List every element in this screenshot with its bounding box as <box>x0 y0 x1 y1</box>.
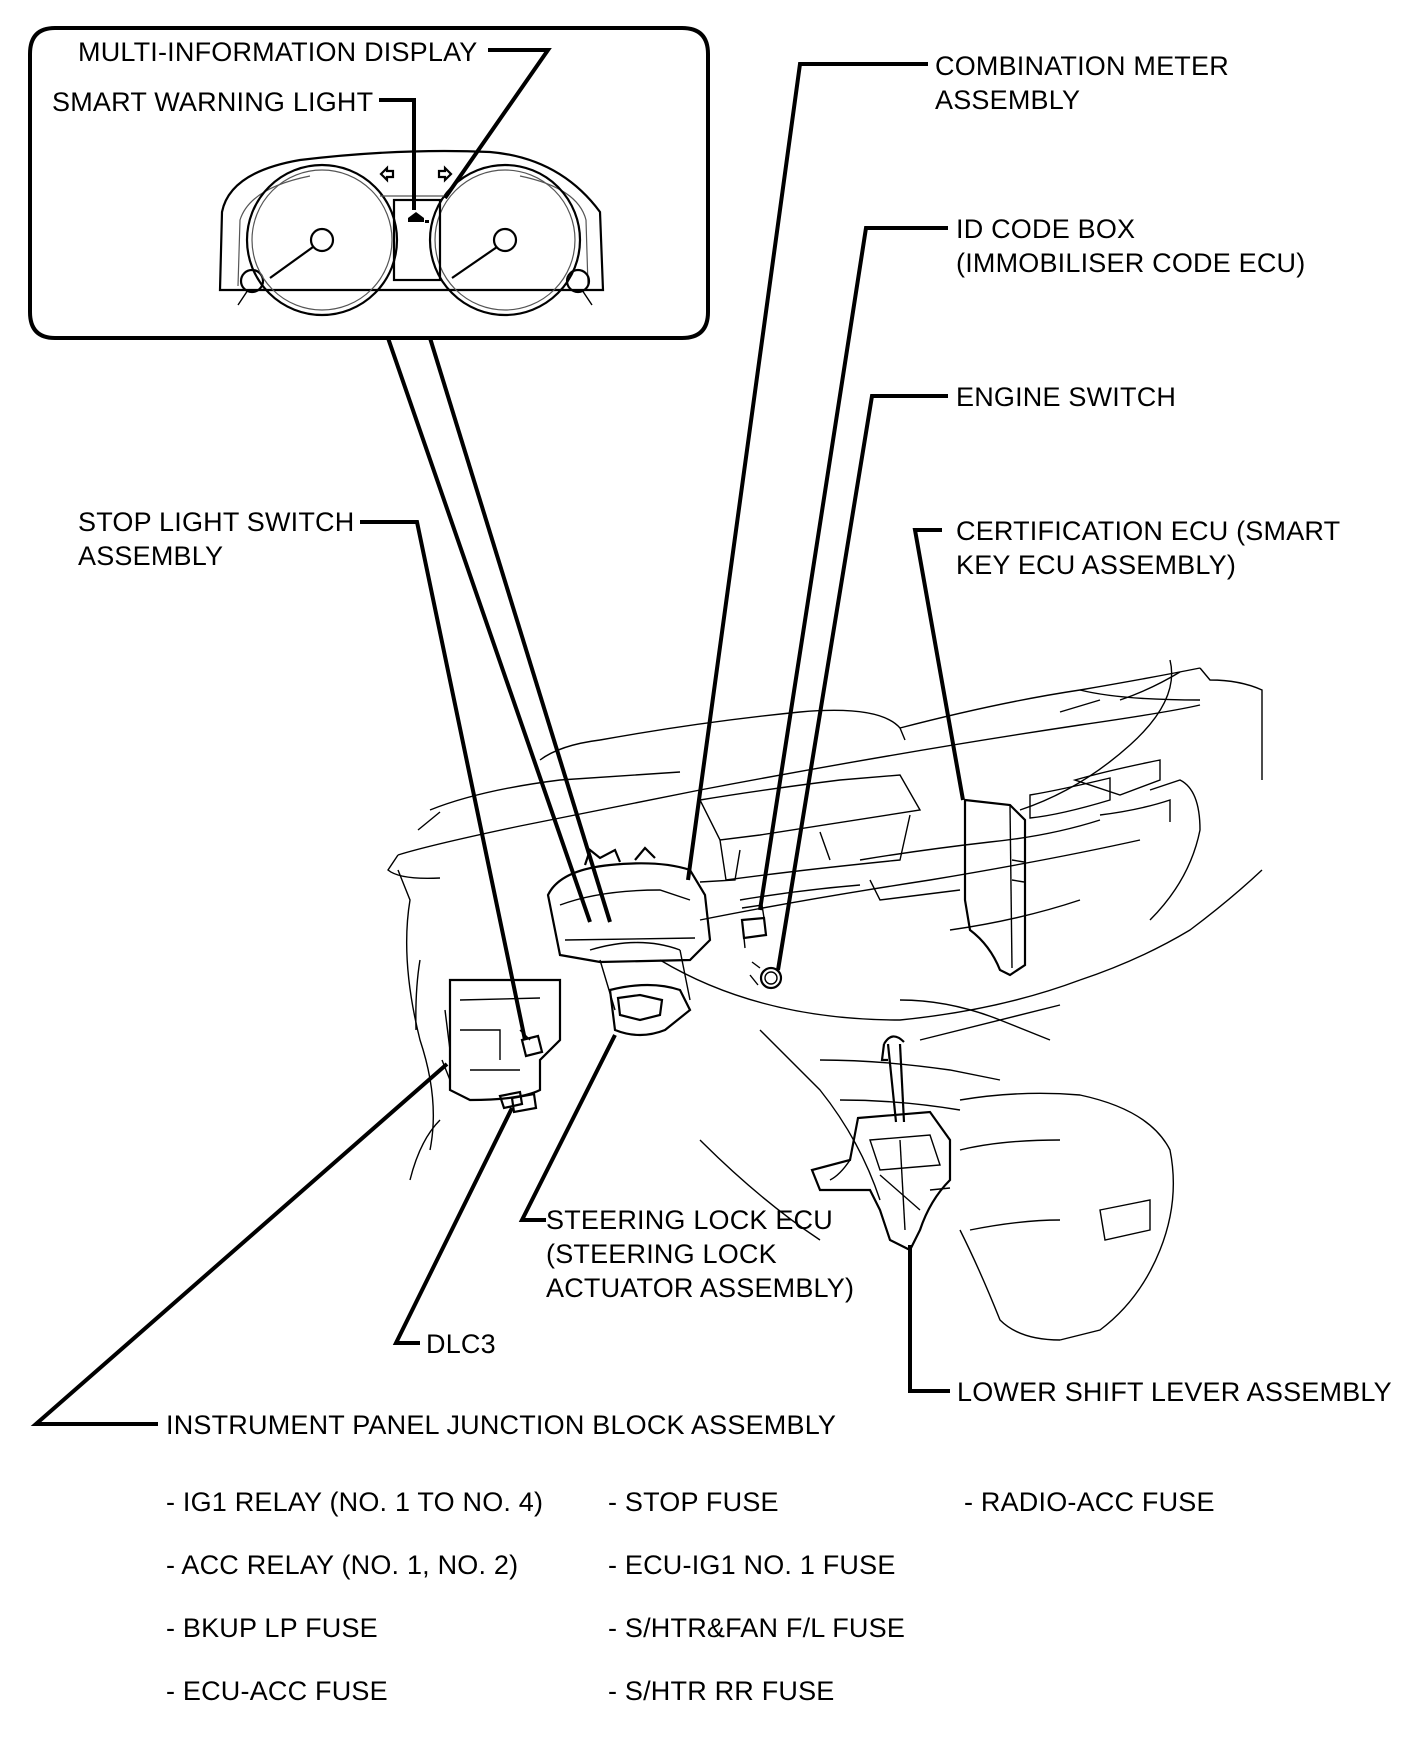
lower-shift-lever-label: LOWER SHIFT LEVER ASSEMBLY <box>957 1377 1392 1407</box>
junction-block-column-3: - RADIO-ACC FUSE <box>964 1471 1215 1534</box>
dlc3-label: DLC3 <box>426 1329 496 1359</box>
inset-meter-drawing <box>218 48 605 317</box>
fuse-item: - IG1 RELAY (NO. 1 TO NO. 4) <box>166 1487 544 1517</box>
smart-warning-light-label: SMART WARNING LIGHT <box>52 87 374 117</box>
junction-block-column-2: - STOP FUSE - ECU-IG1 NO. 1 FUSE - S/HTR… <box>608 1471 905 1723</box>
fuse-item: - RADIO-ACC FUSE <box>964 1487 1215 1517</box>
junction-block-column-1: - IG1 RELAY (NO. 1 TO NO. 4) - ACC RELAY… <box>166 1471 543 1723</box>
fuse-item: - ECU-IG1 NO. 1 FUSE <box>608 1550 896 1580</box>
fuse-item: - ECU-ACC FUSE <box>166 1676 388 1706</box>
multi-information-display-label: MULTI-INFORMATION DISPLAY <box>78 37 478 67</box>
id-code-box-label: ID CODE BOX (IMMOBILISER CODE ECU) <box>956 214 1306 278</box>
inset-connector-lines <box>386 337 612 923</box>
fuse-item: - S/HTR&FAN F/L FUSE <box>608 1613 906 1643</box>
stop-light-switch-label: STOP LIGHT SWITCH ASSEMBLY <box>78 507 355 571</box>
certification-ecu-label: CERTIFICATION ECU (SMART KEY ECU ASSEMBL… <box>956 516 1341 580</box>
inset-box <box>28 26 710 340</box>
leader-lines <box>30 62 965 1426</box>
junction-block-title: INSTRUMENT PANEL JUNCTION BLOCK ASSEMBLY <box>166 1410 837 1440</box>
combination-meter-label: COMBINATION METER ASSEMBLY <box>935 51 1229 115</box>
fuse-item: - S/HTR RR FUSE <box>608 1676 835 1706</box>
fuse-item: - BKUP LP FUSE <box>166 1613 378 1643</box>
fuse-item: - STOP FUSE <box>608 1487 779 1517</box>
engine-switch-label: ENGINE SWITCH <box>956 382 1177 412</box>
dashboard-drawing <box>387 659 1263 1341</box>
fuse-item: - ACC RELAY (NO. 1, NO. 2) <box>166 1550 519 1580</box>
steering-lock-ecu-label: STEERING LOCK ECU (STEERING LOCK ACTUATO… <box>546 1205 855 1303</box>
